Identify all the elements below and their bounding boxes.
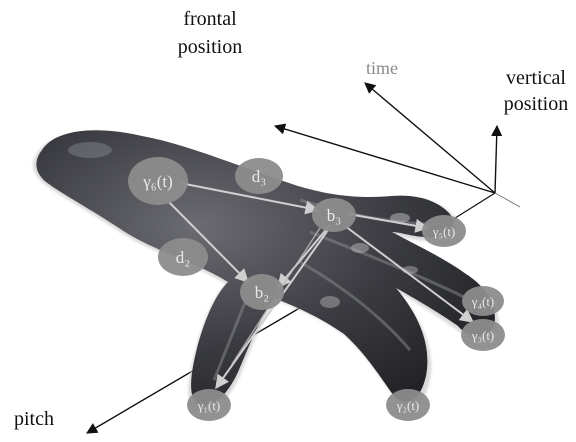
frontal-label-line2: position [178, 36, 242, 58]
node-gamma5: γ₅(t) [422, 215, 466, 247]
node-d2: d₂ [158, 238, 208, 276]
node-b2: b₂ [240, 274, 284, 310]
node-gamma2: γ₂(t) [386, 389, 430, 421]
node-d3: d₃ [235, 158, 283, 194]
vertical-axis [495, 126, 497, 193]
vertical-label-line1: vertical [506, 67, 566, 89]
node-gamma2-label: γ₂(t) [396, 398, 420, 413]
node-gamma4-label: γ₄(t) [471, 294, 495, 309]
node-gamma5-label: γ₅(t) [432, 224, 456, 239]
node-b2-label: b₂ [255, 283, 269, 302]
frontal-label-line1: frontal [183, 8, 237, 30]
axis-tail-right [452, 193, 495, 220]
node-d3-label: d₃ [252, 167, 267, 186]
node-b3: b₃ [312, 198, 356, 232]
axis-tail [495, 193, 520, 207]
node-gamma3-label: γ₃(t) [471, 328, 495, 343]
node-gamma6-label: γ₆(t) [142, 172, 172, 191]
pitch-label: pitch [14, 408, 54, 430]
node-b3-label: b₃ [327, 206, 342, 225]
time-axis [365, 83, 495, 193]
vertical-label-line2: position [504, 93, 568, 115]
node-gamma1-label: γ₁(t) [197, 398, 221, 413]
frontal-axis [275, 126, 495, 193]
node-gamma6: γ₆(t) [128, 157, 188, 205]
wrist-highlight [68, 142, 112, 158]
node-gamma4: γ₄(t) [462, 286, 504, 316]
time-label: time [366, 58, 398, 78]
node-d2-label: d₂ [176, 248, 190, 267]
node-gamma3: γ₃(t) [461, 319, 505, 351]
knuckle-highlight [320, 296, 340, 308]
knuckle-highlight [351, 243, 369, 253]
node-gamma1: γ₁(t) [187, 389, 231, 421]
